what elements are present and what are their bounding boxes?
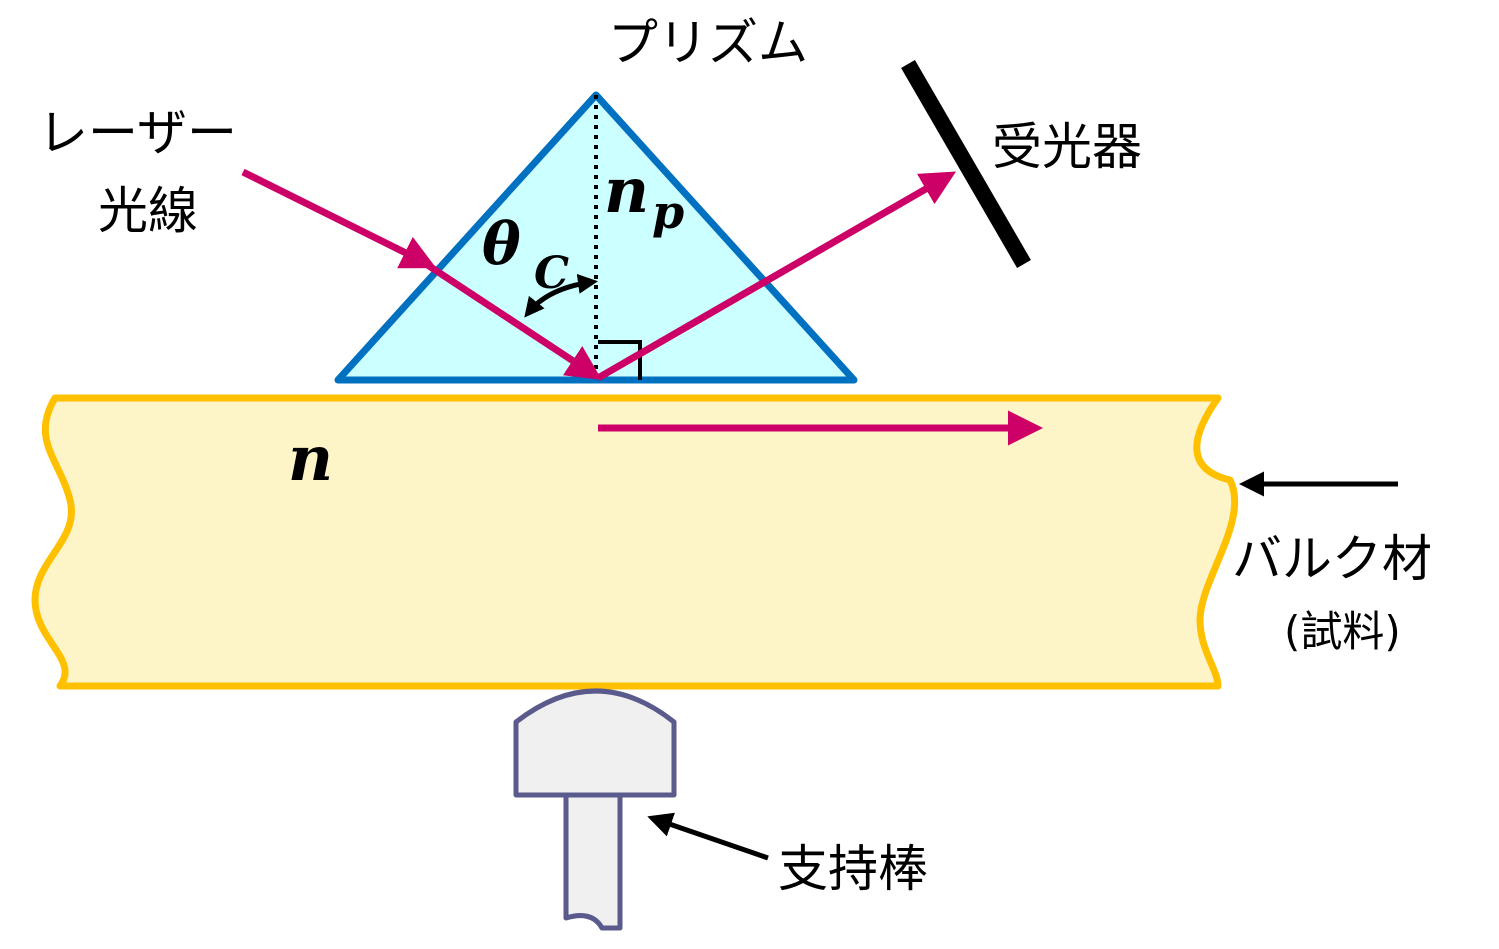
support-label: 支持棒 [778, 840, 928, 898]
laser-label-line1: レーザー [38, 104, 237, 162]
prism-index-subscript: p [652, 185, 684, 239]
critical-angle-arc [524, 273, 598, 318]
right-angle-mark [598, 340, 642, 380]
laser-incident-segment-1 [241, 168, 437, 269]
bulk-index-symbol: n [288, 422, 333, 495]
bulk-label-line1: バルク材 [1232, 530, 1432, 588]
support-pointer-arrow [647, 812, 769, 861]
laser-reflected-beam [596, 171, 957, 382]
support-rod-head [513, 688, 677, 798]
bulk-sample [31, 394, 1239, 690]
laser-incident-segment-2 [418, 257, 602, 380]
prism-index-symbol: n [604, 154, 649, 227]
receiver-bar [901, 59, 1031, 269]
theta-subscript: C [534, 248, 569, 299]
laser-label-line2: 光線 [98, 182, 198, 240]
receiver-label: 受光器 [992, 118, 1142, 176]
prism-label: プリズム [608, 14, 808, 72]
theta-symbol: θ [482, 210, 521, 278]
support-rod-shaft [563, 792, 623, 931]
bulk-label-line2: (試料) [1284, 607, 1401, 656]
